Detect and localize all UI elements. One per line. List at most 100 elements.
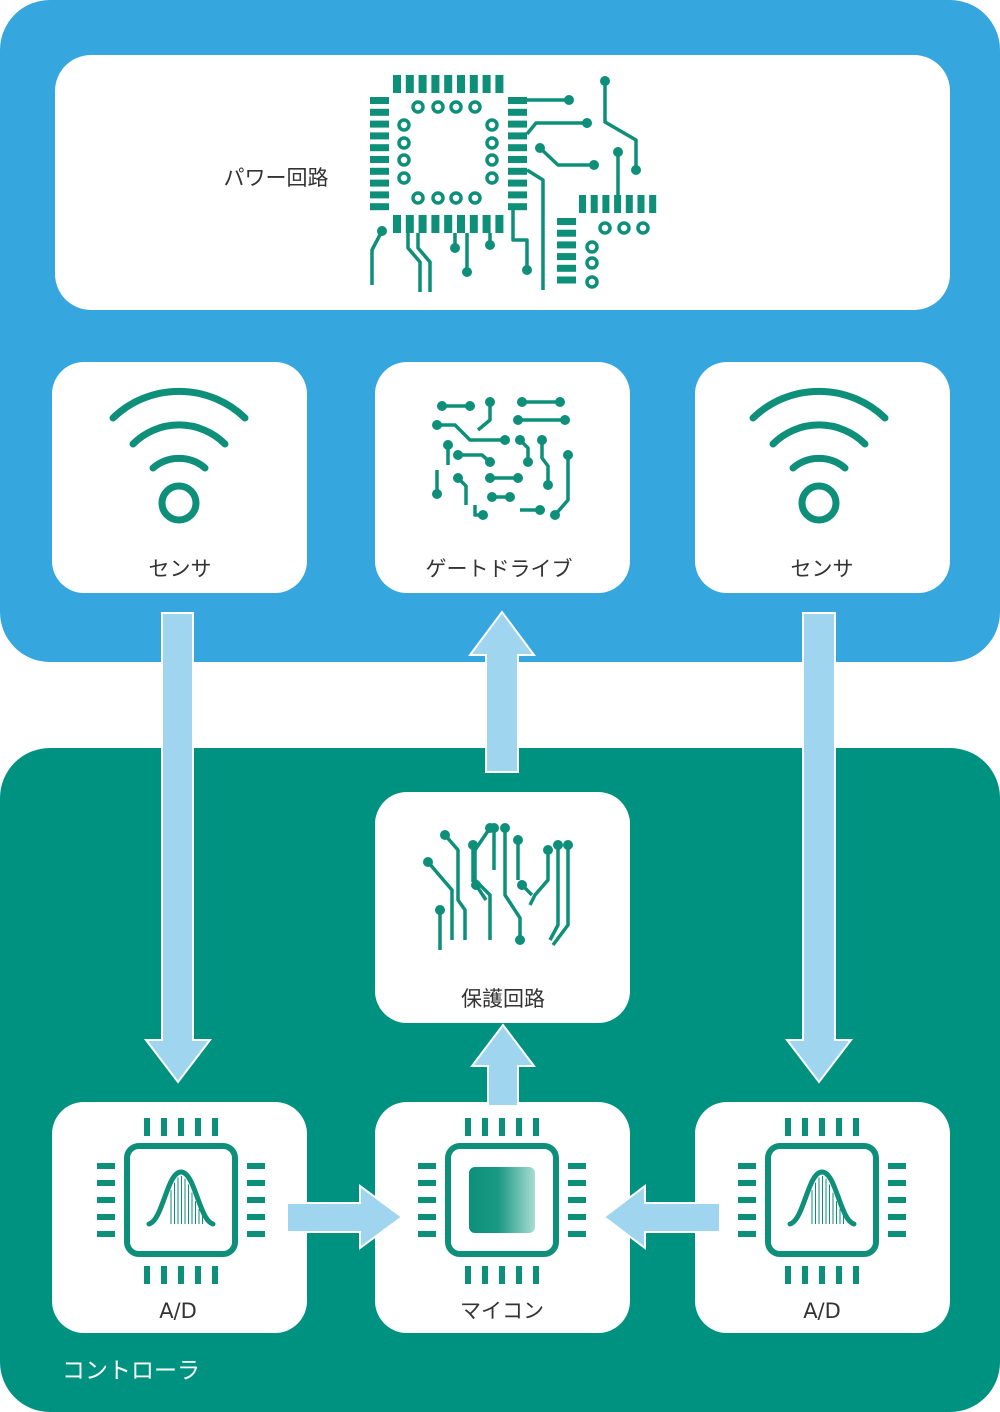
trace <box>538 146 594 167</box>
chip-pin <box>97 1163 115 1169</box>
trace <box>476 402 492 432</box>
trace-pad <box>485 473 495 483</box>
pcb-pin <box>457 215 465 233</box>
chip-core <box>469 1167 535 1233</box>
trace-pad <box>513 473 523 483</box>
chip-pin <box>853 1266 859 1284</box>
pcb-pin <box>557 218 576 225</box>
trace-pad <box>555 397 565 407</box>
trace-pad <box>631 165 641 175</box>
trace-pad <box>553 840 563 850</box>
pcb-via <box>485 118 499 132</box>
trace-pad <box>462 267 472 277</box>
arrow-down-left <box>143 612 213 1084</box>
arrow-left-mcu <box>602 1183 721 1251</box>
pcb-via <box>397 136 411 150</box>
trace-pad <box>377 226 387 236</box>
pcb-pin <box>370 191 389 199</box>
trace-pad <box>600 76 610 86</box>
chip-pin <box>195 1266 201 1284</box>
pcb-pin <box>590 195 598 213</box>
pcb-pin <box>457 75 465 93</box>
chip-pin <box>418 1231 436 1237</box>
trace-pad <box>535 505 545 515</box>
trace-pad <box>485 397 495 407</box>
controller-title: コントローラ <box>62 1358 200 1384</box>
chip-pin <box>212 1118 218 1136</box>
bell-curve <box>146 1169 216 1227</box>
trace-pad <box>563 450 573 460</box>
arrow-down-right <box>784 612 854 1084</box>
trace-pad <box>517 880 527 890</box>
chip-bell-curve-icon <box>738 1118 906 1284</box>
pcb-via <box>397 171 411 185</box>
pcb-via <box>468 191 482 205</box>
trace-pad <box>432 489 442 499</box>
chip-pin <box>819 1118 825 1136</box>
trace-pad <box>500 823 510 833</box>
pcb-via <box>449 100 463 114</box>
pcb-via <box>431 191 445 205</box>
pcb-pin <box>469 215 478 233</box>
wifi-arc <box>769 421 869 448</box>
trace-pad <box>560 415 570 425</box>
pcb-pin <box>418 75 427 93</box>
pcb-pin <box>370 132 389 140</box>
pcb-via <box>485 171 499 185</box>
chip-pin <box>97 1180 115 1186</box>
pcb-via <box>585 256 599 270</box>
trace-pad <box>517 397 527 407</box>
trace <box>437 423 505 442</box>
trace <box>548 845 560 941</box>
chip-body <box>124 1143 238 1257</box>
chip-pin <box>785 1266 791 1284</box>
chip-pin <box>738 1197 756 1203</box>
chip-pin <box>499 1266 505 1284</box>
chip-pin <box>247 1180 265 1186</box>
pcb-via <box>468 100 482 114</box>
pcb-pin <box>469 75 478 93</box>
pcb-pin <box>431 75 440 93</box>
chip-pin <box>482 1266 488 1284</box>
pcb-via <box>585 275 599 289</box>
wifi-arc <box>789 454 849 472</box>
pcb-pin <box>495 215 504 233</box>
chip-pin <box>568 1231 586 1237</box>
wifi-dot <box>158 482 200 524</box>
mcu-label: マイコン <box>460 1299 544 1323</box>
chip-pin <box>533 1118 539 1136</box>
gate-drive-label: ゲートドライブ <box>426 557 573 581</box>
chip-pin <box>212 1266 218 1284</box>
arrow-right-mcu <box>286 1184 404 1250</box>
trace-pad <box>564 95 574 105</box>
pcb-via <box>485 153 499 167</box>
pcb-pin <box>370 144 389 152</box>
pcb-pin <box>508 203 527 211</box>
trace-pad <box>485 457 495 467</box>
pcb-icon <box>370 75 657 292</box>
pcb-pin <box>418 215 427 233</box>
chip-pin <box>97 1197 115 1203</box>
chip-pin <box>178 1266 184 1284</box>
trace <box>426 860 454 940</box>
chip-pin <box>785 1118 791 1136</box>
pcb-pin <box>557 276 576 284</box>
trace-pad <box>543 480 553 490</box>
pcb-pin <box>508 108 527 116</box>
chip-pin <box>418 1214 436 1220</box>
chip-pin <box>418 1163 436 1169</box>
pcb-pin <box>370 97 389 104</box>
pcb-via <box>397 153 411 167</box>
trace-pad <box>589 160 599 170</box>
pcb-via <box>485 136 499 150</box>
pcb-pin <box>405 75 414 93</box>
trace-pad <box>535 143 545 153</box>
chip-pin <box>738 1163 756 1169</box>
trace <box>473 827 492 940</box>
trace-pad <box>453 473 463 483</box>
pcb-via <box>397 118 411 132</box>
chip-pin <box>836 1118 842 1136</box>
chip-pin <box>247 1214 265 1220</box>
ad-left-card <box>52 1102 307 1333</box>
